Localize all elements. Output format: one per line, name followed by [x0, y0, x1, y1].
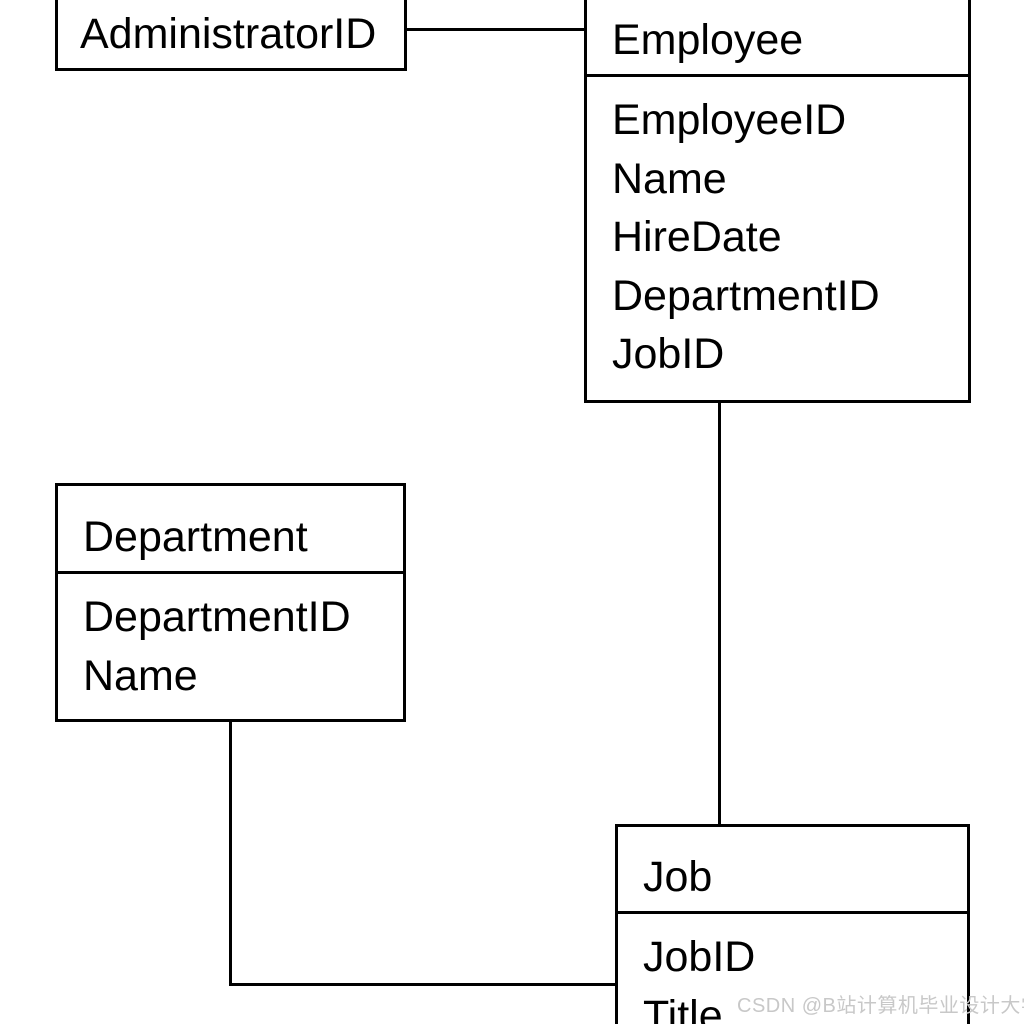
entity-job-title: Job — [618, 827, 967, 914]
entity-department: Department DepartmentID Name — [55, 483, 406, 722]
field-employee-departmentid: DepartmentID — [612, 271, 880, 320]
field-employee-id: EmployeeID — [612, 96, 847, 144]
field-job-jobid: JobID — [643, 933, 756, 981]
entity-department-title: Department — [58, 486, 403, 574]
entity-employee: Employee EmployeeID Name HireDate Depart… — [584, 0, 971, 403]
entity-job-fields: JobID Title — [618, 914, 967, 1024]
field-job-title-attr: Title — [643, 991, 723, 1024]
connector-administrator-employee — [404, 28, 586, 31]
field-employee-jobid: JobID — [612, 330, 725, 378]
field-employee-name: Name — [612, 154, 727, 203]
field-employee-hiredate: HireDate — [612, 213, 782, 261]
entity-employee-title: Employee — [587, 0, 968, 77]
entity-department-fields: DepartmentID Name — [58, 574, 403, 705]
entity-employee-fields: EmployeeID Name HireDate DepartmentID Jo… — [587, 77, 968, 384]
entity-job: Job JobID Title — [615, 824, 970, 1024]
csdn-watermark: CSDN @B站计算机毕业设计大学 — [737, 995, 1024, 1017]
connector-department-job-horizontal — [229, 983, 618, 986]
entity-administrator-id: AdministratorID — [55, 0, 407, 71]
connector-department-job-vertical — [229, 720, 232, 986]
connector-employee-job — [718, 401, 721, 827]
field-department-departmentid: DepartmentID — [83, 593, 351, 641]
field-department-name: Name — [83, 651, 198, 700]
